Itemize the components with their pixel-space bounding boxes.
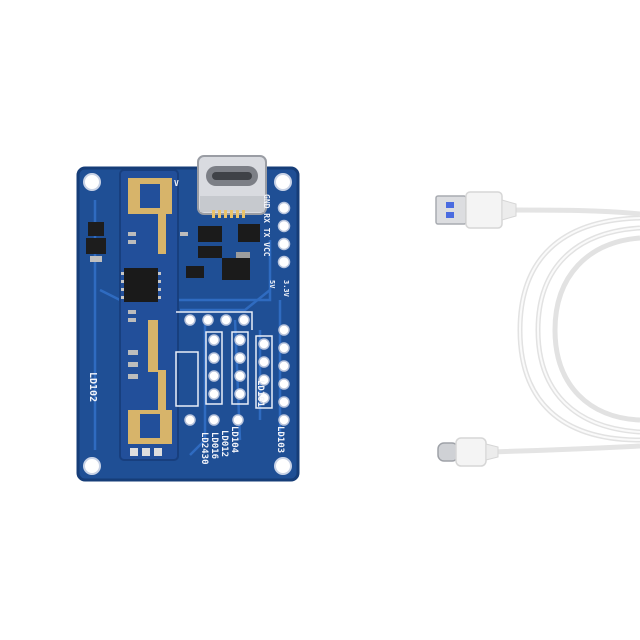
label-ld101: LD101: [255, 380, 265, 407]
usb-c-port: [197, 155, 267, 218]
label-ld012: LD012: [219, 430, 229, 457]
pin-headers: [184, 314, 290, 426]
uart-header-pads: [277, 201, 291, 269]
radar-module: [119, 169, 179, 461]
label-v: V: [174, 179, 179, 188]
usb-c-plug: [437, 437, 499, 467]
radar-sensor-board: LD102 LD101 LD103 LD104 LD012 LD016 LD24…: [76, 155, 300, 482]
label-ld2430: LD2430: [199, 432, 209, 465]
label-5v: 5V: [268, 280, 276, 289]
label-ld103: LD103: [275, 426, 285, 453]
label-3v3: 3.3V: [282, 280, 290, 298]
label-uart-pins: GND RX TX VCC: [262, 194, 271, 257]
smd-components-left: [86, 222, 106, 262]
label-ld016: LD016: [209, 432, 219, 459]
radar-ic-chip: [124, 268, 158, 302]
usb-a-plug: [435, 191, 517, 229]
label-ld102: LD102: [87, 372, 98, 402]
mounting-holes: [83, 173, 292, 475]
usb-cable: [435, 191, 640, 467]
label-ld104: LD104: [229, 426, 239, 454]
usb-a-tab: [446, 202, 454, 208]
module-pins: [130, 448, 162, 456]
smd-components-carrier: [180, 224, 260, 280]
